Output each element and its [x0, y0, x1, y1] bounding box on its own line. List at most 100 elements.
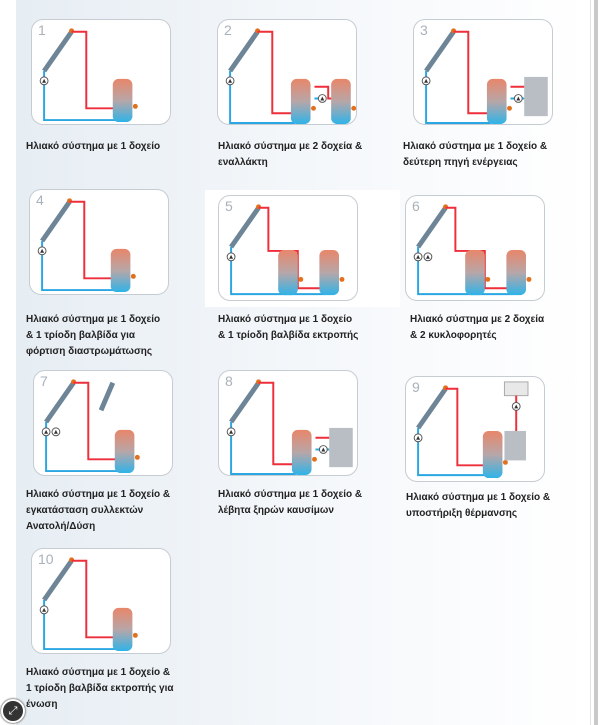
- sensor-dot: [132, 103, 138, 109]
- cold-pipe: [230, 422, 296, 475]
- system-caption: Ηλιακό σύστημα με 1 δοχείο &υποστήριξη θ…: [406, 490, 550, 522]
- hot-pipe: [73, 381, 121, 461]
- system-diagram-2[interactable]: 2: [217, 19, 357, 125]
- system-caption: Ηλιακό σύστημα με 1 δοχείο & 1 τρίοδη βαλ…: [218, 312, 358, 344]
- hot-pipe: [453, 30, 491, 115]
- system-diagram-3[interactable]: 3: [413, 19, 553, 125]
- cold-pipe: [425, 71, 491, 124]
- system-caption: Ηλιακό σύστημα με 2 δοχεία & 2 κυκλοφορητ…: [410, 312, 544, 344]
- diagram-number: 3: [420, 22, 428, 38]
- solar-collector: [229, 381, 261, 424]
- pump-icon: [51, 427, 61, 437]
- system-caption: Ηλιακό σύστημα με 1 δοχείο &εγκατάσταση …: [26, 487, 170, 535]
- solar-collector: [416, 387, 448, 430]
- solar-collector: [424, 30, 456, 73]
- sensor-dot: [130, 273, 136, 279]
- caption-line: Ηλιακό σύστημα με 1 δοχείο: [26, 141, 161, 152]
- solar-collector: [229, 206, 261, 249]
- cold-pipe: [417, 247, 513, 296]
- diagram-drawing: [226, 379, 353, 475]
- storage-tank: [112, 78, 133, 123]
- diagram-drawing: [421, 28, 548, 124]
- cold-pipe: [45, 422, 121, 473]
- hot-pipe: [445, 387, 487, 467]
- boiler: [329, 427, 353, 468]
- diagram-drawing: [413, 204, 532, 296]
- radiator: [503, 381, 529, 397]
- caption-line: ένωση: [26, 699, 58, 710]
- cold-pipe: [41, 241, 117, 292]
- sensor-dot: [526, 276, 532, 282]
- caption-line: φόρτιση διαστρωμάτωσης: [26, 346, 153, 357]
- system-diagram-8[interactable]: 8: [218, 370, 358, 476]
- storage-tank: [291, 429, 312, 475]
- storage-tank: [331, 78, 351, 124]
- system-caption: Ηλιακό σύστημα με 2 δοχεία &εναλλάκτη: [218, 139, 362, 171]
- system-caption: Ηλιακό σύστημα με 1 δοχείο: [26, 139, 160, 155]
- solar-collector: [40, 200, 72, 243]
- system-caption: Ηλιακό σύστημα με 1 δοχείο & 1 τρίοδη βαλ…: [26, 665, 174, 713]
- caption-line: Ηλιακό σύστημα με 1 δοχείο &: [26, 667, 171, 678]
- diagram-drawing: [37, 198, 136, 293]
- caption-line: 1 τρίοδη βαλβίδα εκτροπής για: [26, 683, 174, 694]
- diagram-number: 1: [38, 22, 46, 38]
- caption-line: & 1 τρίοδη βαλβίδα εκτροπής: [218, 330, 359, 341]
- pump-icon: [41, 427, 51, 437]
- caption-line: Ηλιακό σύστημα με 1 δοχείο: [218, 314, 353, 325]
- caption-line: & 1 τρίοδη βαλβίδα για: [26, 330, 135, 341]
- system-diagram-5[interactable]: 5: [218, 195, 358, 301]
- sensor-dot: [312, 456, 317, 462]
- pump-icon: [511, 402, 521, 411]
- hot-pipe: [258, 381, 296, 466]
- system-diagram-7[interactable]: 7: [33, 370, 173, 476]
- solar-collector: [416, 206, 448, 249]
- sensor-dot: [351, 105, 356, 111]
- solar-collector: [44, 381, 76, 424]
- storage-tank: [114, 429, 135, 474]
- storage-tank: [506, 249, 527, 296]
- system-diagram-1[interactable]: 1: [31, 19, 171, 125]
- system-diagram-6[interactable]: 6: [405, 195, 545, 301]
- pump-icon: [225, 76, 235, 86]
- caption-line: Ηλιακό σύστημα με 2 δοχεία: [410, 314, 545, 325]
- diagram-number: 7: [40, 373, 48, 389]
- system-caption: Ηλιακό σύστημα με 1 δοχείο & δεύτερη πηγή…: [403, 139, 547, 171]
- sensor-dot: [339, 276, 345, 282]
- pump-icon: [423, 252, 433, 262]
- sensor-dot: [502, 459, 508, 465]
- diagram-number: 6: [412, 198, 420, 214]
- pump-icon: [226, 427, 236, 437]
- diagram-drawing: [39, 28, 138, 123]
- diagram-drawing: [39, 557, 138, 652]
- diagram-drawing: [41, 379, 140, 474]
- caption-line: υποστήριξη θέρμανσης: [406, 508, 518, 519]
- pump-icon: [421, 76, 431, 86]
- pump-icon: [39, 76, 49, 86]
- caption-line: Ηλιακό σύστημα με 1 δοχείο &: [403, 141, 548, 152]
- sensor-dot: [485, 276, 491, 282]
- diagram-number: 10: [38, 551, 54, 567]
- cold-pipe: [43, 600, 119, 651]
- pump-icon: [513, 94, 523, 103]
- system-diagram-10[interactable]: 10: [31, 548, 171, 654]
- diagram-number: 2: [224, 22, 232, 38]
- storage-tank: [465, 249, 485, 296]
- expand-icon[interactable]: ⤢: [1, 699, 25, 723]
- system-diagram-4[interactable]: 4: [29, 189, 169, 295]
- storage-tank: [319, 249, 340, 296]
- pump-icon: [317, 94, 327, 103]
- system-diagram-9[interactable]: 9: [405, 376, 545, 482]
- storage-tank: [482, 430, 503, 479]
- storage-tank: [112, 607, 133, 652]
- caption-line: & 2 κυκλοφορητές: [410, 330, 497, 341]
- pump-icon: [413, 252, 423, 262]
- solar-collector: [228, 30, 260, 73]
- caption-line: δεύτερη πηγή ενέργειας: [403, 157, 518, 168]
- pump-icon: [37, 246, 47, 256]
- solar-collector: [42, 559, 74, 602]
- hot-pipe: [71, 559, 119, 639]
- pump-icon: [39, 605, 49, 615]
- diagram-number: 8: [225, 373, 233, 389]
- diagram-number: 4: [36, 192, 44, 208]
- scrollbar[interactable]: [590, 0, 600, 725]
